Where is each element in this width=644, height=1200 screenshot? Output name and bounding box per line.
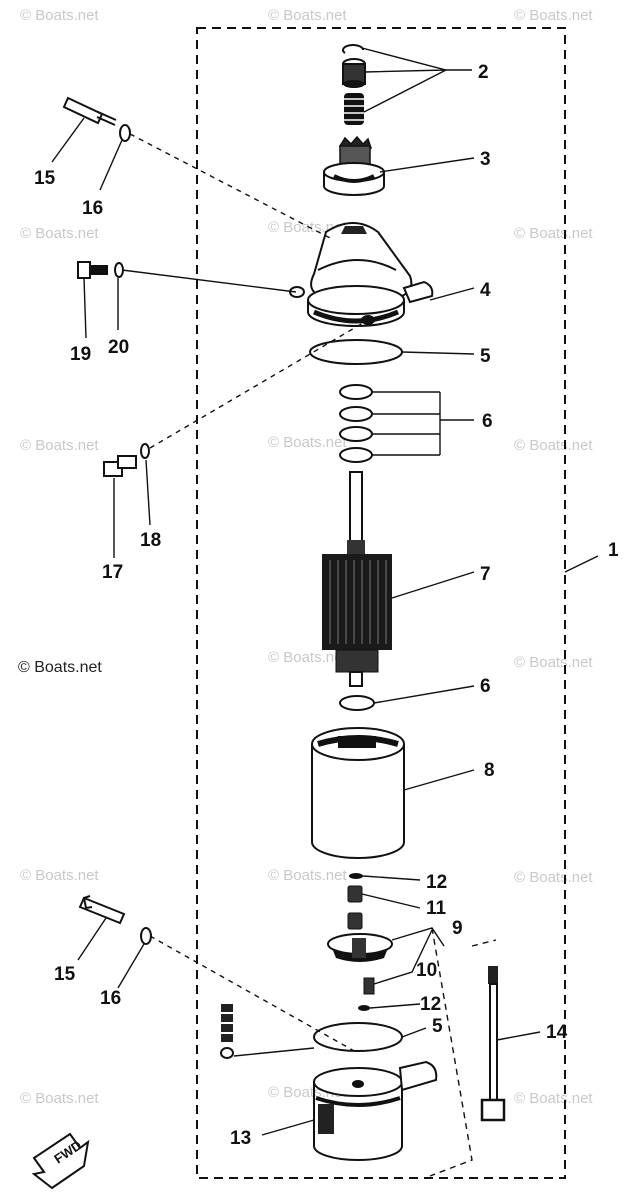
- callout-4: 4: [480, 280, 491, 301]
- washer-part: [119, 124, 131, 142]
- watermark: © Boats.net: [514, 7, 593, 24]
- watermark: © Boats.net: [20, 437, 99, 454]
- callout-5: 5: [480, 346, 491, 367]
- washer-part: [339, 695, 375, 711]
- watermark: © Boats.net: [20, 7, 99, 24]
- watermark: © Boats.net: [20, 867, 99, 884]
- callout-17: 17: [102, 562, 123, 583]
- forward-arrow-icon: FWD: [31, 1132, 90, 1190]
- callout-9: 9: [452, 918, 463, 939]
- parts-layer: FWD: [31, 44, 506, 1190]
- watermark: © Boats.net: [514, 654, 593, 671]
- pinion-clutch-part: [323, 135, 385, 196]
- callout-13: 13: [230, 1128, 251, 1149]
- watermark-featured: © Boats.net: [18, 659, 102, 676]
- callout-3: 3: [480, 149, 491, 170]
- leader-lines: [51, 47, 599, 1177]
- callout-1: 1: [608, 540, 619, 561]
- watermark: © Boats.net: [268, 434, 347, 451]
- callout-19: 19: [70, 344, 91, 365]
- callout-12: 12: [426, 872, 447, 893]
- callout-15: 15: [34, 168, 56, 189]
- bolt-part: [62, 96, 117, 126]
- watermark: © Boats.net: [20, 1090, 99, 1107]
- watermark: © Boats.net: [268, 867, 347, 884]
- callout-18: 18: [140, 530, 161, 551]
- washer-part: [140, 443, 150, 459]
- washer-stack-part: [339, 384, 373, 463]
- callout-labels: 2 3 4 5 6 7 1 6 8 12 11 9 10 12 5 14 13 …: [34, 62, 619, 1149]
- yoke-part: [311, 727, 405, 859]
- watermark: © Boats.net: [514, 869, 593, 886]
- watermark-layer: © Boats.net © Boats.net © Boats.net © Bo…: [18, 7, 593, 1107]
- bolt-part: [103, 455, 137, 477]
- callout-5: 5: [432, 1016, 443, 1037]
- callout-6: 6: [480, 676, 491, 697]
- watermark: © Boats.net: [268, 7, 347, 24]
- callout-8: 8: [484, 760, 495, 781]
- watermark: © Boats.net: [268, 649, 347, 666]
- watermark: © Boats.net: [20, 225, 99, 242]
- rear-housing-part: [313, 1060, 438, 1161]
- screw-part: [77, 261, 108, 279]
- washer-part: [114, 262, 124, 278]
- washer-part: [140, 927, 152, 945]
- through-bolt-part: [480, 966, 506, 1122]
- spring-part: [344, 93, 364, 125]
- callout-14: 14: [546, 1022, 568, 1043]
- callout-20: 20: [108, 337, 129, 358]
- callout-16: 16: [82, 198, 103, 219]
- watermark: © Boats.net: [514, 1090, 593, 1107]
- bolt-part: [78, 895, 126, 925]
- callout-7: 7: [480, 564, 491, 585]
- snap-ring-part: [342, 44, 364, 54]
- screw-washer-part: [220, 1004, 234, 1059]
- callout-11: 11: [426, 898, 447, 919]
- callout-12: 12: [420, 994, 441, 1015]
- watermark: © Boats.net: [514, 225, 593, 242]
- callout-15: 15: [54, 964, 76, 985]
- callout-10: 10: [416, 960, 437, 981]
- watermark: © Boats.net: [514, 437, 593, 454]
- callout-2: 2: [478, 62, 489, 83]
- stopper-collar-part: [342, 58, 366, 88]
- callout-6: 6: [482, 411, 493, 432]
- callout-16: 16: [100, 988, 121, 1009]
- armature-part: [322, 471, 392, 687]
- o-ring-part: [313, 1022, 403, 1052]
- brush-holder-part: [327, 873, 393, 1011]
- assembly-boundary: [196, 27, 566, 1179]
- o-ring-part: [309, 339, 403, 365]
- front-housing-part: [289, 222, 434, 327]
